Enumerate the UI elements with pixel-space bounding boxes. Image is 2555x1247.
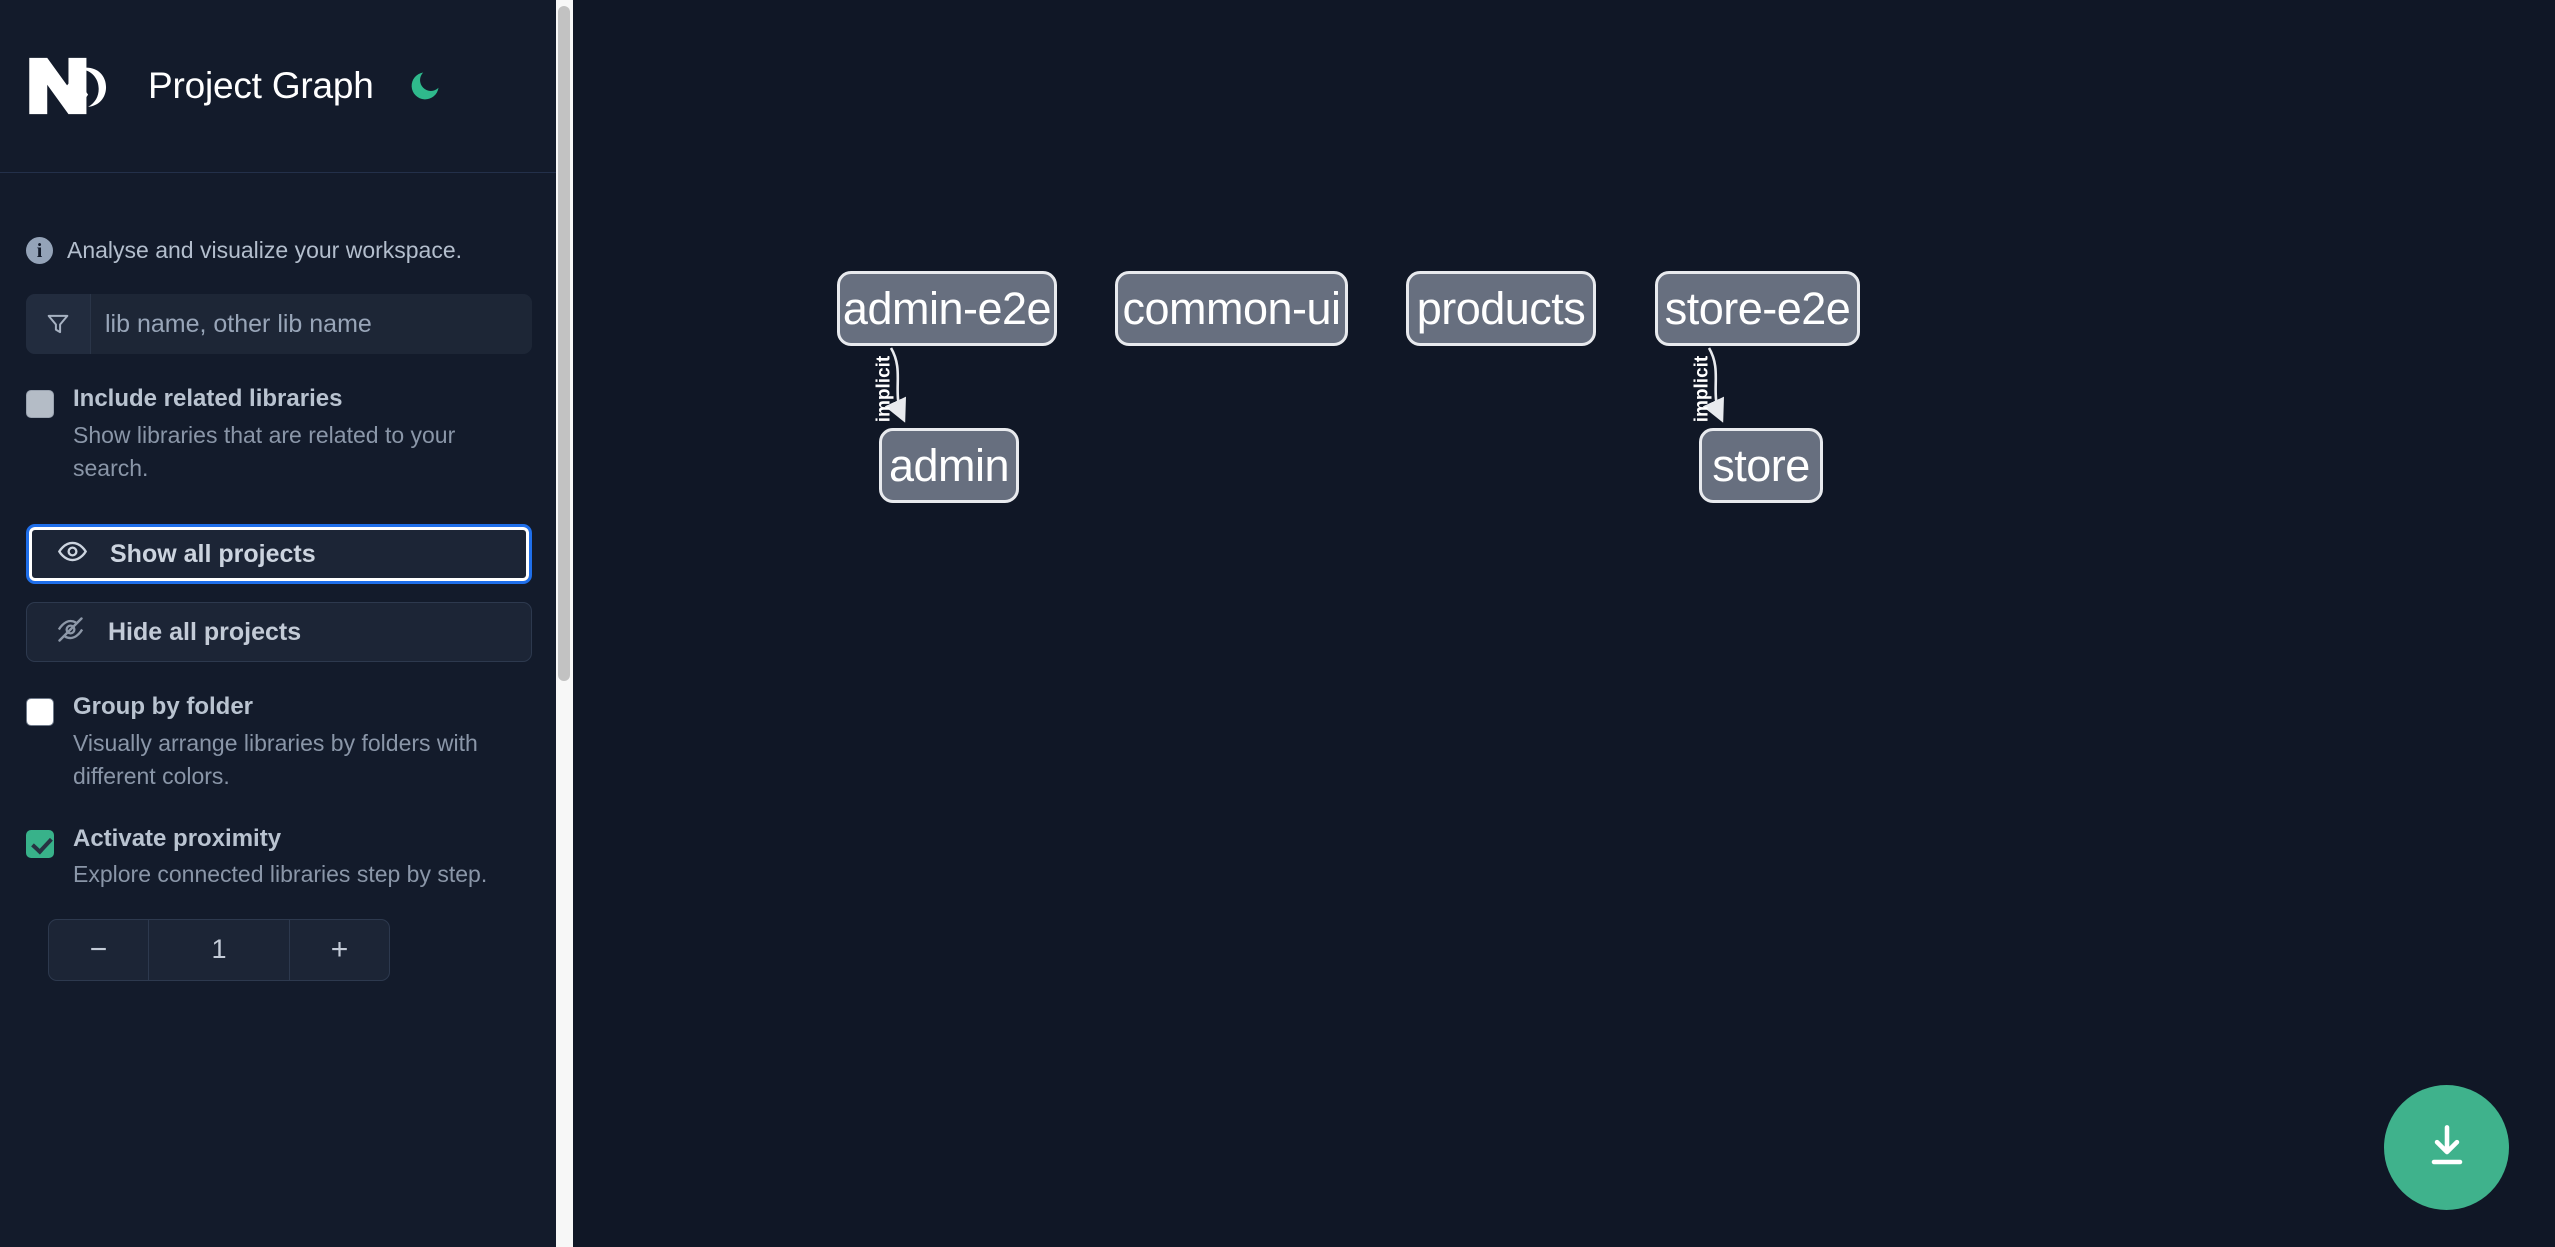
page-title: Project Graph [148, 65, 374, 106]
info-banner: i Analyse and visualize your workspace. [26, 173, 530, 281]
edge-admin-e2e-admin [884, 347, 907, 423]
info-icon: i [26, 237, 53, 264]
graph-node-admin[interactable]: admin [879, 428, 1019, 503]
proximity-stepper[interactable]: − 1 + [48, 918, 390, 981]
stepper-decrement-button[interactable]: − [49, 919, 149, 980]
checkbox-box-activate-proximity[interactable] [26, 829, 54, 858]
checkbox-description-activate-proximity: Explore connected libraries step by step… [73, 861, 488, 888]
edge-label-admin-implicit: implicit [873, 355, 895, 423]
sidebar-scrollbar[interactable] [556, 0, 573, 1247]
edge-store-e2e-store [1702, 347, 1725, 423]
sidebar: Project Graph i Analyse and visualize yo… [0, 0, 556, 1247]
download-graph-button[interactable] [2384, 1085, 2509, 1210]
sidebar-body: i Analyse and visualize your workspace. … [0, 173, 556, 981]
download-icon [2421, 1120, 2473, 1175]
search-input[interactable] [91, 294, 532, 354]
hide-all-projects-label: Hide all projects [108, 617, 302, 646]
funnel-icon [26, 294, 91, 354]
moon-icon[interactable] [404, 65, 446, 107]
show-all-projects-label: Show all projects [110, 539, 316, 568]
graph-node-admin-e2e[interactable]: admin-e2e [837, 271, 1057, 346]
stepper-value: 1 [211, 934, 227, 964]
eye-icon [57, 536, 88, 572]
checkbox-box-include-related-libraries[interactable] [26, 390, 54, 418]
show-all-projects-button[interactable]: Show all projects [26, 524, 532, 585]
checkbox-label-include-related-libraries: Include related libraries [73, 385, 343, 412]
graph-edges [884, 347, 1725, 423]
checkbox-group-by-folder[interactable]: Group by folder Visually arrange librari… [26, 693, 530, 793]
edge-label-store-implicit: implicit [1691, 355, 1713, 423]
graph-node-common-ui[interactable]: common-ui [1115, 271, 1348, 346]
stepper-increment-button[interactable]: + [289, 919, 389, 980]
checkbox-activate-proximity[interactable]: Activate proximity Explore connected lib… [26, 825, 530, 892]
hide-all-projects-button[interactable]: Hide all projects [26, 602, 532, 663]
sidebar-header: Project Graph [0, 0, 556, 173]
graph-node-store-e2e[interactable]: store-e2e [1655, 271, 1860, 346]
checkbox-description-include-related-libraries: Show libraries that are related to your … [73, 421, 456, 481]
checkbox-include-related-libraries[interactable]: Include related libraries Show libraries… [26, 385, 530, 485]
info-text: Analyse and visualize your workspace. [67, 237, 463, 263]
graph-canvas[interactable]: admin-e2e admin common-ui products store… [573, 0, 2555, 1247]
filter-bar[interactable] [26, 294, 532, 354]
checkbox-description-group-by-folder: Visually arrange libraries by folders wi… [73, 729, 478, 790]
checkbox-label-activate-proximity: Activate proximity [73, 824, 282, 852]
graph-node-products[interactable]: products [1406, 271, 1596, 346]
checkbox-box-group-by-folder[interactable] [26, 698, 54, 727]
eye-off-icon [55, 614, 86, 650]
visibility-buttons: Show all projects Hide all projects [26, 524, 532, 663]
graph-node-store[interactable]: store [1699, 428, 1823, 503]
checkbox-label-group-by-folder: Group by folder [73, 693, 253, 721]
nx-logo-icon [26, 51, 124, 121]
sidebar-scrollbar-thumb[interactable] [558, 6, 570, 681]
